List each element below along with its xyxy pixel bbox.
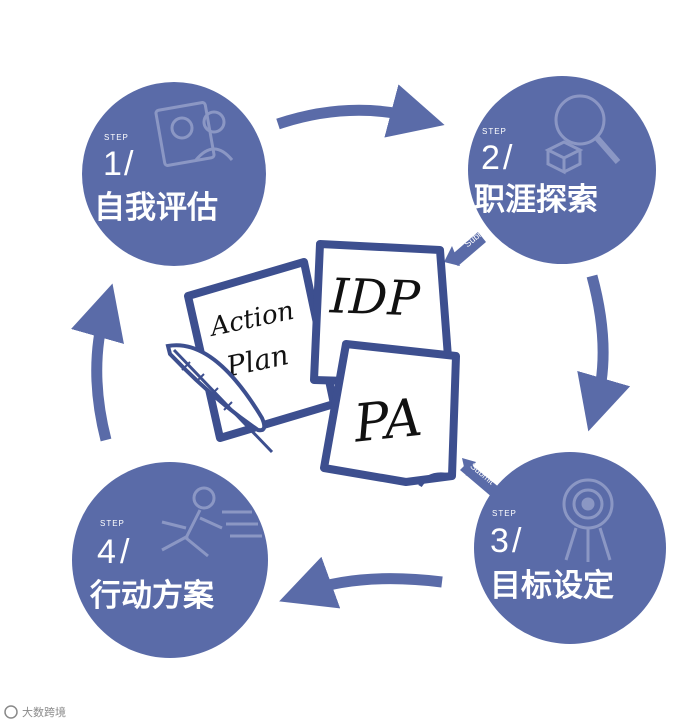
arrow-4-to-1 <box>71 283 124 442</box>
idp-text: IDP <box>328 268 421 327</box>
arrow-1-to-2 <box>276 84 445 138</box>
step-2-circle: STEP 2 / 职涯探索 <box>468 76 656 264</box>
target-icon <box>562 478 614 562</box>
step-4-number: 4 <box>97 533 116 571</box>
submit-arrow-bottom: Submit <box>460 458 500 498</box>
step-3-slash: / <box>512 522 522 560</box>
pa-text: PA <box>350 388 425 455</box>
step-4-title: 行动方案 <box>89 578 215 614</box>
step-1-circle: STEP 1 / 自我评估 <box>82 82 266 266</box>
step-2-slash: / <box>503 139 513 177</box>
step-2-number: 2 <box>481 139 500 177</box>
step-2-small-label: STEP <box>482 127 507 136</box>
step-1-slash: / <box>124 145 134 183</box>
submit-arrow-top: Submit <box>444 223 491 266</box>
step-3-number: 3 <box>490 522 509 560</box>
watermark-logo-icon <box>4 705 18 719</box>
quill-icon <box>165 343 274 454</box>
self-assessment-icon <box>154 101 234 167</box>
arrow-3-to-4 <box>279 556 443 609</box>
step-1-number: 1 <box>103 145 122 183</box>
step-3-circle: STEP 3 / 目标设定 <box>474 452 666 644</box>
step-1-title: 自我评估 <box>94 190 218 226</box>
step-3-title: 目标设定 <box>490 568 614 604</box>
arrow-2-to-3 <box>577 274 631 432</box>
step-1-small-label: STEP <box>104 133 129 142</box>
watermark: 大数跨境 <box>4 705 66 719</box>
step-4-small-label: STEP <box>100 519 125 528</box>
step-3-small-label: STEP <box>492 509 517 518</box>
step-4-slash: / <box>120 533 130 571</box>
magnifier-icon <box>544 94 621 175</box>
watermark-text: 大数跨境 <box>22 705 66 719</box>
runner-icon <box>161 486 262 558</box>
step-4-circle: STEP 4 / 行动方案 <box>72 462 268 658</box>
pa-paper: PA <box>320 340 460 488</box>
step-2-title: 职涯探索 <box>474 182 598 218</box>
